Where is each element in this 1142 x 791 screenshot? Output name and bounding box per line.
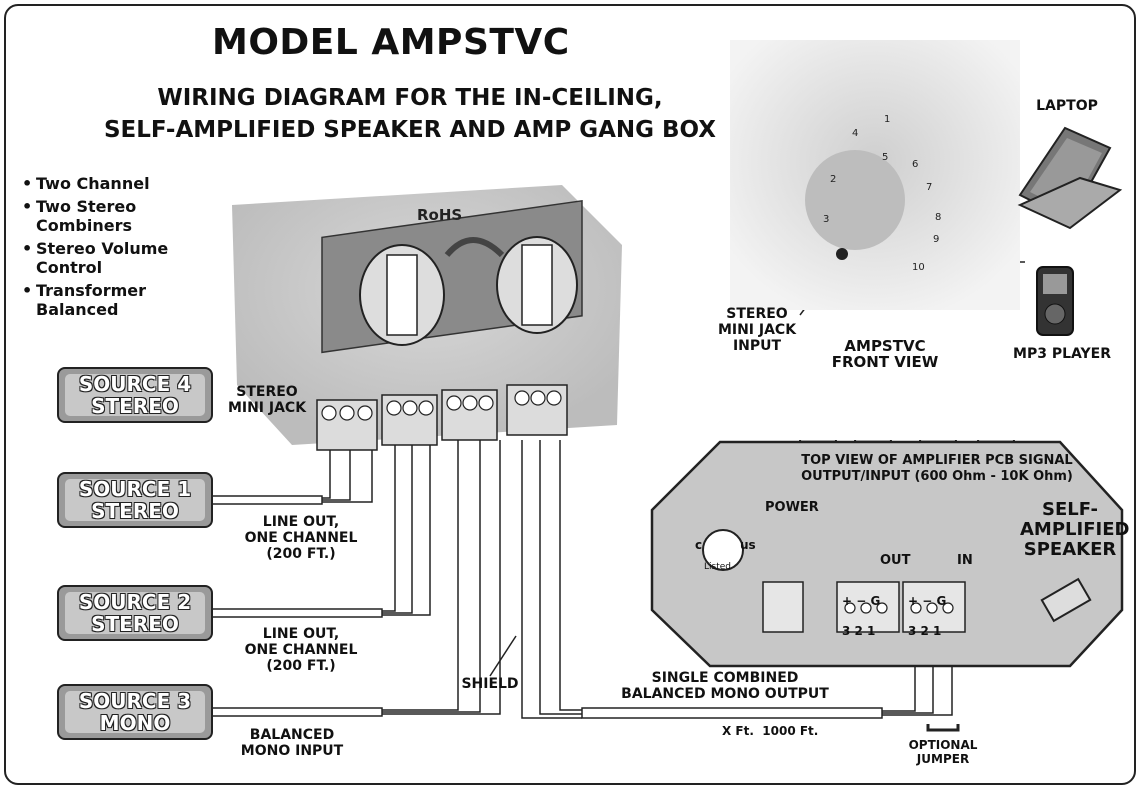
front-view-line: FRONT VIEW: [831, 353, 939, 371]
front-jack-line: STEREO: [726, 306, 788, 322]
jumper-line: OPTIONAL: [908, 738, 978, 752]
dial-number: 8: [935, 212, 941, 223]
ul-listed-mark: Listed: [704, 562, 731, 572]
rohs-mark: RoHS: [417, 206, 462, 224]
source-label: STEREO: [91, 612, 179, 636]
stereo-mini-jack-line: MINI JACK: [227, 400, 307, 416]
source-2-box: SOURCE 2 STEREO: [57, 585, 213, 641]
mp3-player-label: MP3 PLAYER: [1013, 346, 1111, 362]
page-title: MODEL AMPSTVC: [212, 22, 570, 63]
dial-number: 9: [933, 234, 939, 245]
combined-line: SINGLE COMBINED: [651, 670, 799, 686]
in-label: IN: [957, 553, 973, 568]
in-terminal-bottom: 3 2 1: [908, 624, 942, 638]
laptop-label: LAPTOP: [1036, 98, 1098, 114]
distance-label: X Ft. 1000 Ft.: [722, 724, 819, 738]
optional-jumper-label: OPTIONAL JUMPER: [898, 738, 988, 766]
dial-number: 3: [823, 214, 829, 225]
subtitle-line-2: SELF-AMPLIFIED SPEAKER AND AMP GANG BOX: [103, 117, 716, 143]
line-out-line: LINE OUT,: [262, 626, 340, 642]
front-view-illustration: 1 2 3 4 5 6 7 8 9 10: [730, 40, 1020, 310]
line-out-line: (200 FT.): [266, 658, 336, 674]
source-1-box: SOURCE 1 STEREO: [57, 472, 213, 528]
source-3-box: SOURCE 3 MONO: [57, 684, 213, 740]
diagram-subtitle: WIRING DIAGRAM FOR THE IN-CEILING, SELF-…: [50, 82, 770, 146]
top-view-line: OUTPUT/INPUT (600 Ohm - 10K Ohm): [801, 469, 1073, 484]
source-label: SOURCE 1: [78, 477, 192, 501]
source-label: MONO: [99, 711, 171, 735]
diagram-frame: [4, 4, 1136, 785]
subtitle-line-1: WIRING DIAGRAM FOR THE IN-CEILING,: [157, 85, 663, 111]
balanced-line: MONO INPUT: [240, 743, 344, 759]
balanced-line: BALANCED: [249, 727, 335, 743]
line-out-line: (200 FT.): [266, 546, 336, 562]
speaker-top-view: [650, 440, 1124, 668]
dial-number: 5: [882, 152, 888, 163]
laptop-icon: [1017, 126, 1123, 230]
stereo-mini-jack-label: STEREO MINI JACK: [212, 384, 322, 416]
line-out-line: ONE CHANNEL: [244, 642, 358, 658]
dial-number: 1: [884, 114, 890, 125]
feature-item: Two Stereo Combiners: [22, 197, 232, 235]
line-out-1-label: LINE OUT, ONE CHANNEL (200 FT.): [226, 514, 376, 562]
front-jack-line: INPUT: [732, 338, 782, 354]
top-view-label: TOP VIEW OF AMPLIFIER PCB SIGNAL OUTPUT/…: [767, 453, 1107, 485]
ul-c-mark: c: [695, 538, 703, 552]
dial-number: 4: [852, 128, 858, 139]
source-label: SOURCE 3: [78, 689, 192, 713]
source-label: SOURCE 4: [78, 372, 192, 396]
shield-label: SHIELD: [461, 676, 519, 692]
balanced-mono-input-label: BALANCED MONO INPUT: [232, 727, 352, 759]
feature-item: Stereo Volume Control: [22, 239, 232, 277]
jumper-line: JUMPER: [916, 752, 970, 766]
feature-item: Two Channel: [22, 174, 232, 193]
front-jack-line: MINI JACK: [717, 322, 797, 338]
dial-number: 2: [830, 174, 836, 185]
source-label: STEREO: [91, 499, 179, 523]
power-label: POWER: [765, 500, 819, 515]
in-terminal-top: + − G: [908, 594, 947, 608]
line-out-2-label: LINE OUT, ONE CHANNEL (200 FT.): [226, 626, 376, 674]
ul-us-mark: us: [740, 538, 756, 552]
top-view-line: TOP VIEW OF AMPLIFIER PCB SIGNAL: [801, 453, 1073, 468]
source-label: STEREO: [91, 394, 179, 418]
self-amplified-speaker-label: SELF- AMPLIFIED SPEAKER: [1020, 499, 1130, 560]
mp3-player-icon: [1036, 266, 1074, 336]
self-amp-line: SPEAKER: [1023, 539, 1117, 560]
self-amp-line: SELF-: [1042, 499, 1098, 520]
line-out-line: LINE OUT,: [262, 514, 340, 530]
self-amp-line: AMPLIFIED: [1020, 519, 1130, 540]
combined-line: BALANCED MONO OUTPUT: [621, 686, 829, 702]
pcb-board-illustration: RoHS: [232, 185, 622, 451]
dial-number: 10: [912, 262, 925, 273]
out-terminal-top: + − G: [842, 594, 881, 608]
feature-item: Transformer Balanced: [22, 281, 232, 319]
out-terminal-bottom: 3 2 1: [842, 624, 876, 638]
out-label: OUT: [880, 553, 911, 568]
line-out-line: ONE CHANNEL: [244, 530, 358, 546]
dial-number: 7: [926, 182, 932, 193]
front-view-line: AMPSTVC: [844, 337, 926, 355]
feature-list: Two Channel Two Stereo Combiners Stereo …: [22, 174, 232, 323]
stereo-mini-jack-line: STEREO: [236, 384, 298, 400]
combined-output-label: SINGLE COMBINED BALANCED MONO OUTPUT: [590, 670, 860, 702]
front-jack-label: STEREO MINI JACK INPUT: [712, 306, 802, 354]
source-label: SOURCE 2: [78, 590, 192, 614]
source-4-box: SOURCE 4 STEREO: [57, 367, 213, 423]
front-view-label: AMPSTVC FRONT VIEW: [820, 338, 950, 370]
dial-number: 6: [912, 159, 918, 170]
